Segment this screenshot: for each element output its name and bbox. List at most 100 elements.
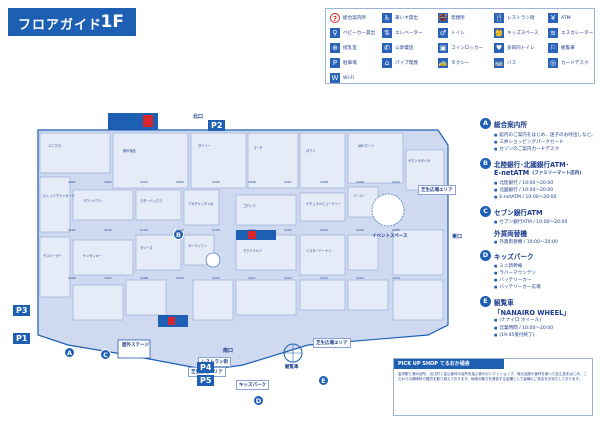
service-a-line-3: セゾンのご案内カードデスク (494, 146, 559, 152)
legend-label: エレベーター (395, 31, 423, 36)
shop-number: 1208 (140, 276, 148, 280)
pickup-shop-box: PICK UP SHOP てるおか福舎 金沢駅と港の台所、近江町と富山食材の台所… (393, 358, 593, 416)
shop-label[interactable]: マクドナルド (243, 249, 263, 253)
shop-label[interactable]: ミスタードーナツ (306, 249, 332, 253)
shop-label[interactable]: ビレッジヴァンガード (43, 194, 75, 198)
legend-icon: ⌂ (382, 58, 392, 68)
shop-number: 1213 (320, 276, 328, 280)
shop-label[interactable]: ロフト (306, 149, 316, 153)
service-bank-atm: B 北陸銀行･北國銀行ATM･ (480, 158, 569, 169)
floor-guide-tab: フロアガイド 1F (8, 8, 136, 34)
shop-number: 1203 (320, 228, 328, 232)
marker-d[interactable]: D (253, 395, 264, 406)
shop-label[interactable]: サーティワン (188, 244, 207, 248)
service-title-e-2: 「NANAIRO WHEEL」 (494, 309, 570, 317)
shop-number: 1202 (284, 228, 292, 232)
legend-item: ⚐観覧車 (548, 43, 575, 53)
shop-number: 1206 (68, 276, 76, 280)
legend-icon: ? (330, 13, 340, 23)
legend-label: 禁煙所 (451, 16, 465, 21)
service-a-line-1: 館内のご案内をはじめ、迷子のお呼出しなど。 (494, 132, 595, 138)
legend-label: ATM (561, 15, 571, 21)
shop-number: 1214 (356, 276, 364, 280)
shop-label[interactable]: ケンタッキー (83, 254, 103, 258)
legend-item: ◎カードデスク (548, 58, 589, 68)
shop-label[interactable]: ナチュラルビューティー (306, 202, 341, 206)
service-c-line-2: 外貨両替機 / 10:00～20:00 (494, 239, 558, 245)
legend-label: トイレ (451, 31, 465, 36)
service-d-line-4: バッテリーカー広場 (494, 284, 540, 290)
legend-label: 車いす貸出 (395, 16, 418, 21)
service-title-e: 観覧車 (494, 298, 514, 307)
service-title-c: セブン銀行ATM (494, 208, 543, 217)
outdoor-stage (117, 339, 151, 359)
shop-label[interactable]: タリーズ (140, 246, 153, 250)
legend-item: 👶キッズスペース (494, 28, 539, 38)
legend-item: ≡エスカレーター (548, 28, 593, 38)
service-e-line-1: 営業時間 / 10:00～20:00 (494, 325, 553, 331)
shop-label[interactable]: コーチ (253, 146, 263, 150)
shop-number: 1001 (68, 180, 76, 184)
marker-c[interactable]: C (100, 349, 111, 360)
marker-e[interactable]: E (318, 375, 329, 386)
shop-label[interactable]: ABCマート (358, 144, 375, 148)
marker-a[interactable]: A (64, 347, 75, 358)
service-b-line-2: 北國銀行 / 10:00～20:00 (494, 187, 553, 193)
shop-label[interactable]: スターバックス (140, 199, 163, 203)
header-divider (8, 34, 136, 36)
shop-label[interactable]: ゴディバ (243, 204, 256, 208)
shop-label[interactable]: ユニクロ (48, 144, 61, 148)
pickup-shop-title: PICK UP SHOP てるおか福舎 (394, 359, 504, 369)
parking-p4[interactable]: P4 (197, 362, 215, 373)
floor-map[interactable]: 芝生広場エリア 芝生広場エリア 芝生広場エリア イベントスペース キッズパーク … (8, 95, 473, 415)
service-b-line-3: E-netATM / 10:00～20:00 (494, 194, 556, 200)
lawn-area-label-southeast: 芝生広場エリア (313, 338, 351, 348)
event-space-area (371, 193, 405, 227)
service-ferris-wheel: E 観覧車 (480, 296, 514, 307)
kids-park-label: キッズパーク (236, 380, 269, 390)
lawn-area-label-east: 芝生広場エリア (418, 185, 456, 195)
service-seven-atm: C セブン銀行ATM (480, 206, 543, 217)
legend-item: ♀ベビーカー貸出 (330, 28, 375, 38)
parking-p3[interactable]: P3 (13, 305, 31, 316)
shop-number: 1007 (284, 180, 292, 184)
shop-label[interactable]: モスバーガー (43, 254, 63, 258)
pickup-shop-text: 金沢駅と港の台所、近江町と富山食材の台所を結ぶ食のセレクトショップ。地元北陸の食… (398, 372, 587, 382)
parking-p1[interactable]: P1 (13, 333, 31, 344)
shop-number: 1207 (104, 276, 112, 280)
parking-p5[interactable]: P5 (197, 375, 215, 386)
service-d-line-1: ミニ新幹線 (494, 263, 522, 269)
east-entrance-label: 東口 (452, 234, 463, 240)
shop-label[interactable]: ラウンドワン (83, 199, 103, 203)
shop-label[interactable]: サマンサタバサ (408, 159, 431, 163)
legend-icon: 🚌 (494, 58, 504, 68)
south-entrance-label: 南口 (223, 348, 234, 354)
shop-label[interactable]: ダイソー (198, 144, 211, 148)
service-c-line-1: セブン銀行ATM / 10:00～20:00 (494, 219, 567, 225)
service-title-b-2: E-netATM(ファミリーマート店内) (494, 169, 582, 177)
service-info-desk: A 総合案内所 (480, 118, 527, 129)
north-entrance-label: 北口 (193, 114, 204, 120)
marker-b[interactable]: B (173, 229, 184, 240)
shop-label[interactable]: アカチャンホンポ (188, 202, 214, 206)
legend-icon: 👶 (494, 28, 504, 38)
service-title-b: 北陸銀行･北國銀行ATM･ (494, 160, 569, 169)
legend-item: 🚌バス (494, 58, 516, 68)
parking-p2[interactable]: P2 (208, 120, 226, 131)
shop-number: 1215 (392, 276, 400, 280)
legend-item: ▣コインロッカー (438, 43, 483, 53)
shop-number: 1212 (284, 276, 292, 280)
legend-item: ⇅エレベーター (382, 28, 423, 38)
legend-label: 観覧車 (561, 46, 575, 51)
map-legend: ?総合案内所♿車いす貸出🚭禁煙所🍴レストラン街¥ATM♀ベビーカー貸出⇅エレベー… (325, 8, 595, 84)
outdoor-stage-label: 屋外ステージ (122, 343, 149, 348)
shop-number: 1003 (140, 180, 148, 184)
service-e-line-2: (19:45受付終了) (494, 332, 534, 338)
legend-icon: ▣ (438, 43, 448, 53)
shop-label[interactable]: ジーユー (353, 194, 366, 198)
legend-item: 🚭禁煙所 (438, 13, 465, 23)
shop-number: 1006 (248, 180, 256, 184)
shop-label[interactable]: 無印良品 (123, 149, 136, 153)
legend-label: 駐車場 (343, 61, 357, 66)
